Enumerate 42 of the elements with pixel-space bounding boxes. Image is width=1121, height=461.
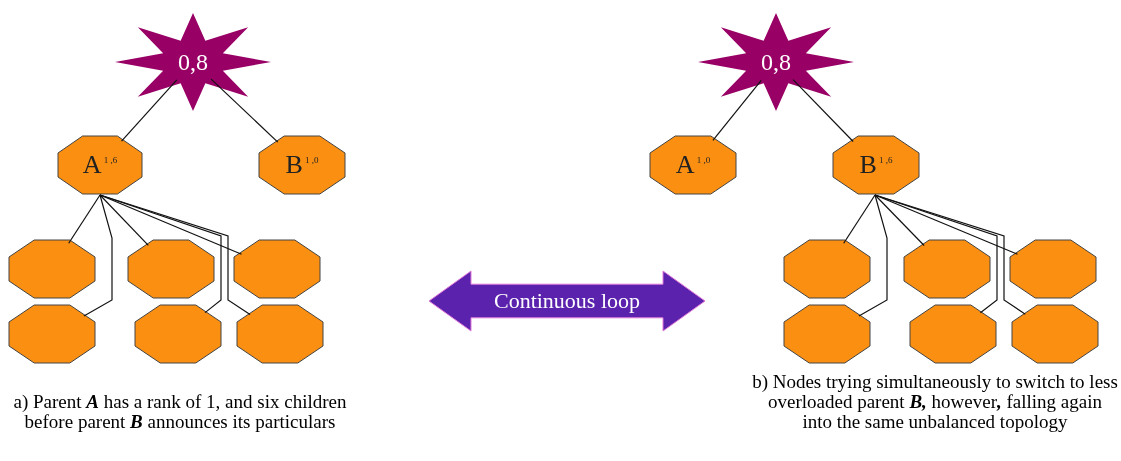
- octagon-node: [58, 136, 142, 194]
- connector-line: [99, 194, 251, 316]
- connector-line: [712, 79, 762, 141]
- node-label: B$^{1 ,0}$: [285, 150, 319, 180]
- octagon-node: [833, 136, 919, 194]
- node-label: 0,8: [178, 48, 208, 76]
- node-label: A$^{1 ,0}$: [675, 150, 711, 180]
- connector-line: [792, 78, 854, 143]
- octagon-node: [234, 240, 320, 298]
- octagon-node: [9, 305, 95, 363]
- node-label: B$^{1 ,6}$: [859, 150, 893, 180]
- node-label: Continuous loop: [493, 288, 641, 314]
- connector-line: [858, 194, 888, 317]
- caption: a) Parent A has a rank of 1, and six children before parent B announces its particulars: [12, 392, 348, 432]
- connector-line: [99, 194, 243, 255]
- octagon-node: [650, 136, 736, 194]
- octagon-node: [237, 305, 323, 363]
- connector-line: [120, 79, 178, 142]
- connector-line: [99, 194, 149, 246]
- node-label: A$^{1 ,6}$: [82, 150, 118, 180]
- octagon-node: [9, 240, 95, 298]
- star-node: [115, 13, 271, 111]
- octagon-node: [259, 136, 345, 194]
- octagon-node: [784, 240, 870, 298]
- connector-line: [874, 194, 925, 247]
- connector-line: [68, 194, 101, 244]
- octagon-node: [910, 305, 996, 363]
- octagon-node: [784, 305, 870, 363]
- octagon-node: [904, 240, 990, 298]
- connector-line: [874, 194, 1019, 255]
- connector-line: [843, 194, 876, 244]
- connector-line: [210, 78, 279, 143]
- octagon-node: [1010, 240, 1096, 298]
- octagon-node: [128, 240, 214, 298]
- octagon-node: [135, 305, 221, 363]
- double-arrow-shape: [429, 271, 705, 331]
- connector-line: [874, 194, 1026, 315]
- star-node: [698, 13, 854, 111]
- node-label: 0,8: [761, 48, 791, 76]
- connector-line: [83, 194, 113, 317]
- caption: b) Nodes trying simultaneously to switch to less overloaded parent B, however, falling again into the same unbalanced topology: [752, 372, 1118, 432]
- octagon-node: [1012, 305, 1098, 363]
